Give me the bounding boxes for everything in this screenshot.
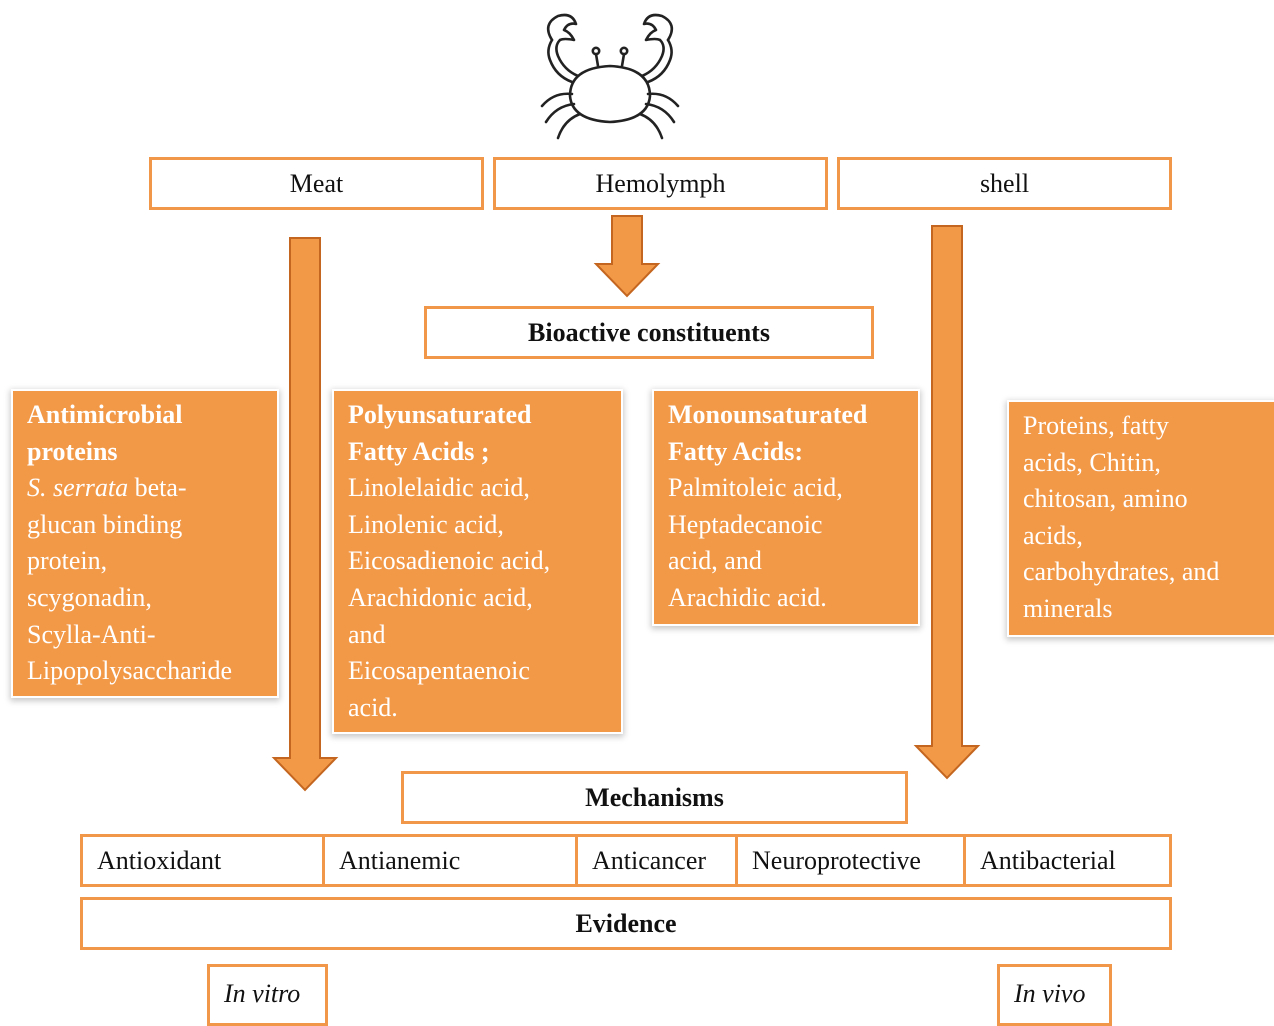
evidence-in-vivo: In vivo bbox=[997, 964, 1112, 1026]
hemolymph-down-arrow bbox=[593, 215, 661, 298]
mechanisms-title: Mechanisms bbox=[585, 782, 724, 812]
card-line: Lipopolysaccharide bbox=[27, 656, 233, 686]
card-heading: Fatty Acids ; bbox=[348, 436, 490, 466]
card-line: scygonadin, bbox=[27, 582, 152, 612]
card-line-rest: beta- bbox=[128, 473, 187, 503]
source-shell-label: shell bbox=[979, 168, 1030, 198]
mechanism-antianemic: Antianemic bbox=[325, 837, 578, 884]
mechanism-label: Antibacterial bbox=[980, 845, 1116, 875]
card-line: acids, Chitin, bbox=[1023, 447, 1161, 477]
card-line: protein, bbox=[27, 546, 108, 576]
in-vitro-label: In vitro bbox=[224, 979, 301, 1008]
in-vivo-label: In vivo bbox=[1014, 979, 1086, 1008]
mechanism-label: Anticancer bbox=[592, 845, 707, 875]
card-line: Arachidonic acid, bbox=[348, 582, 533, 612]
card-polyunsaturated-fatty-acids: Polyunsaturated Fatty Acids ; Linolelaid… bbox=[334, 391, 621, 732]
card-line: minerals bbox=[1023, 593, 1113, 623]
shell-down-arrow bbox=[913, 225, 981, 780]
card-line: Eicosadienoic acid, bbox=[348, 546, 551, 576]
source-meat-label: Meat bbox=[289, 168, 344, 198]
card-antimicrobial-proteins: Antimicrobial proteins S. serrata beta- … bbox=[13, 391, 277, 696]
card-line: Linolelaidic acid, bbox=[348, 473, 530, 503]
bioactive-constituents-title: Bioactive constituents bbox=[528, 317, 770, 347]
source-hemolymph: Hemolymph bbox=[493, 157, 828, 210]
source-hemolymph-label: Hemolymph bbox=[595, 168, 726, 198]
mechanisms-row: Antioxidant Antianemic Anticancer Neurop… bbox=[80, 834, 1172, 887]
source-meat: Meat bbox=[149, 157, 484, 210]
card-heading: Fatty Acids: bbox=[668, 436, 804, 466]
card-line: carbohydrates, and bbox=[1023, 557, 1220, 587]
card-heading: Polyunsaturated bbox=[348, 400, 532, 429]
card-heading: Monounsaturated bbox=[668, 400, 868, 429]
card-heading: proteins bbox=[27, 436, 118, 466]
mechanism-anticancer: Anticancer bbox=[578, 837, 738, 884]
mechanism-neuroprotective: Neuroprotective bbox=[738, 837, 966, 884]
card-line: Palmitoleic acid, bbox=[668, 473, 843, 503]
card-shell-constituents: Proteins, fatty acids, Chitin, chitosan,… bbox=[1009, 402, 1274, 635]
crab-icon bbox=[540, 13, 680, 140]
species-name: S. serrata bbox=[27, 473, 129, 503]
mechanisms-box: Mechanisms bbox=[401, 771, 908, 824]
card-line: Linolenic acid, bbox=[348, 509, 504, 539]
mechanism-label: Antianemic bbox=[339, 845, 461, 875]
source-shell: shell bbox=[837, 157, 1172, 210]
evidence-in-vitro: In vitro bbox=[207, 964, 328, 1026]
bioactive-constituents-box: Bioactive constituents bbox=[424, 306, 874, 359]
card-line: acid. bbox=[348, 692, 398, 722]
card-line: Heptadecanoic bbox=[668, 509, 823, 539]
card-line: Arachidic acid. bbox=[668, 582, 827, 612]
card-line: acids, bbox=[1023, 520, 1083, 550]
card-line: acid, and bbox=[668, 546, 762, 576]
evidence-box: Evidence bbox=[80, 897, 1172, 950]
card-line: and bbox=[348, 619, 386, 649]
card-line: glucan binding bbox=[27, 509, 183, 539]
card-line: Proteins, fatty bbox=[1023, 411, 1169, 440]
card-monounsaturated-fatty-acids: Monounsaturated Fatty Acids: Palmitoleic… bbox=[654, 391, 918, 624]
card-line: Eicosapentaenoic bbox=[348, 656, 530, 686]
card-line: S. serrata beta- bbox=[27, 470, 267, 507]
evidence-title: Evidence bbox=[575, 908, 677, 938]
card-line: chitosan, amino bbox=[1023, 484, 1188, 514]
mechanism-antioxidant: Antioxidant bbox=[83, 837, 325, 884]
mechanism-label: Neuroprotective bbox=[752, 845, 921, 875]
meat-down-arrow bbox=[271, 237, 339, 792]
mechanism-antibacterial: Antibacterial bbox=[966, 837, 1169, 884]
card-line: Scylla-Anti- bbox=[27, 619, 156, 649]
card-heading: Antimicrobial bbox=[27, 400, 183, 429]
mechanism-label: Antioxidant bbox=[97, 845, 222, 875]
